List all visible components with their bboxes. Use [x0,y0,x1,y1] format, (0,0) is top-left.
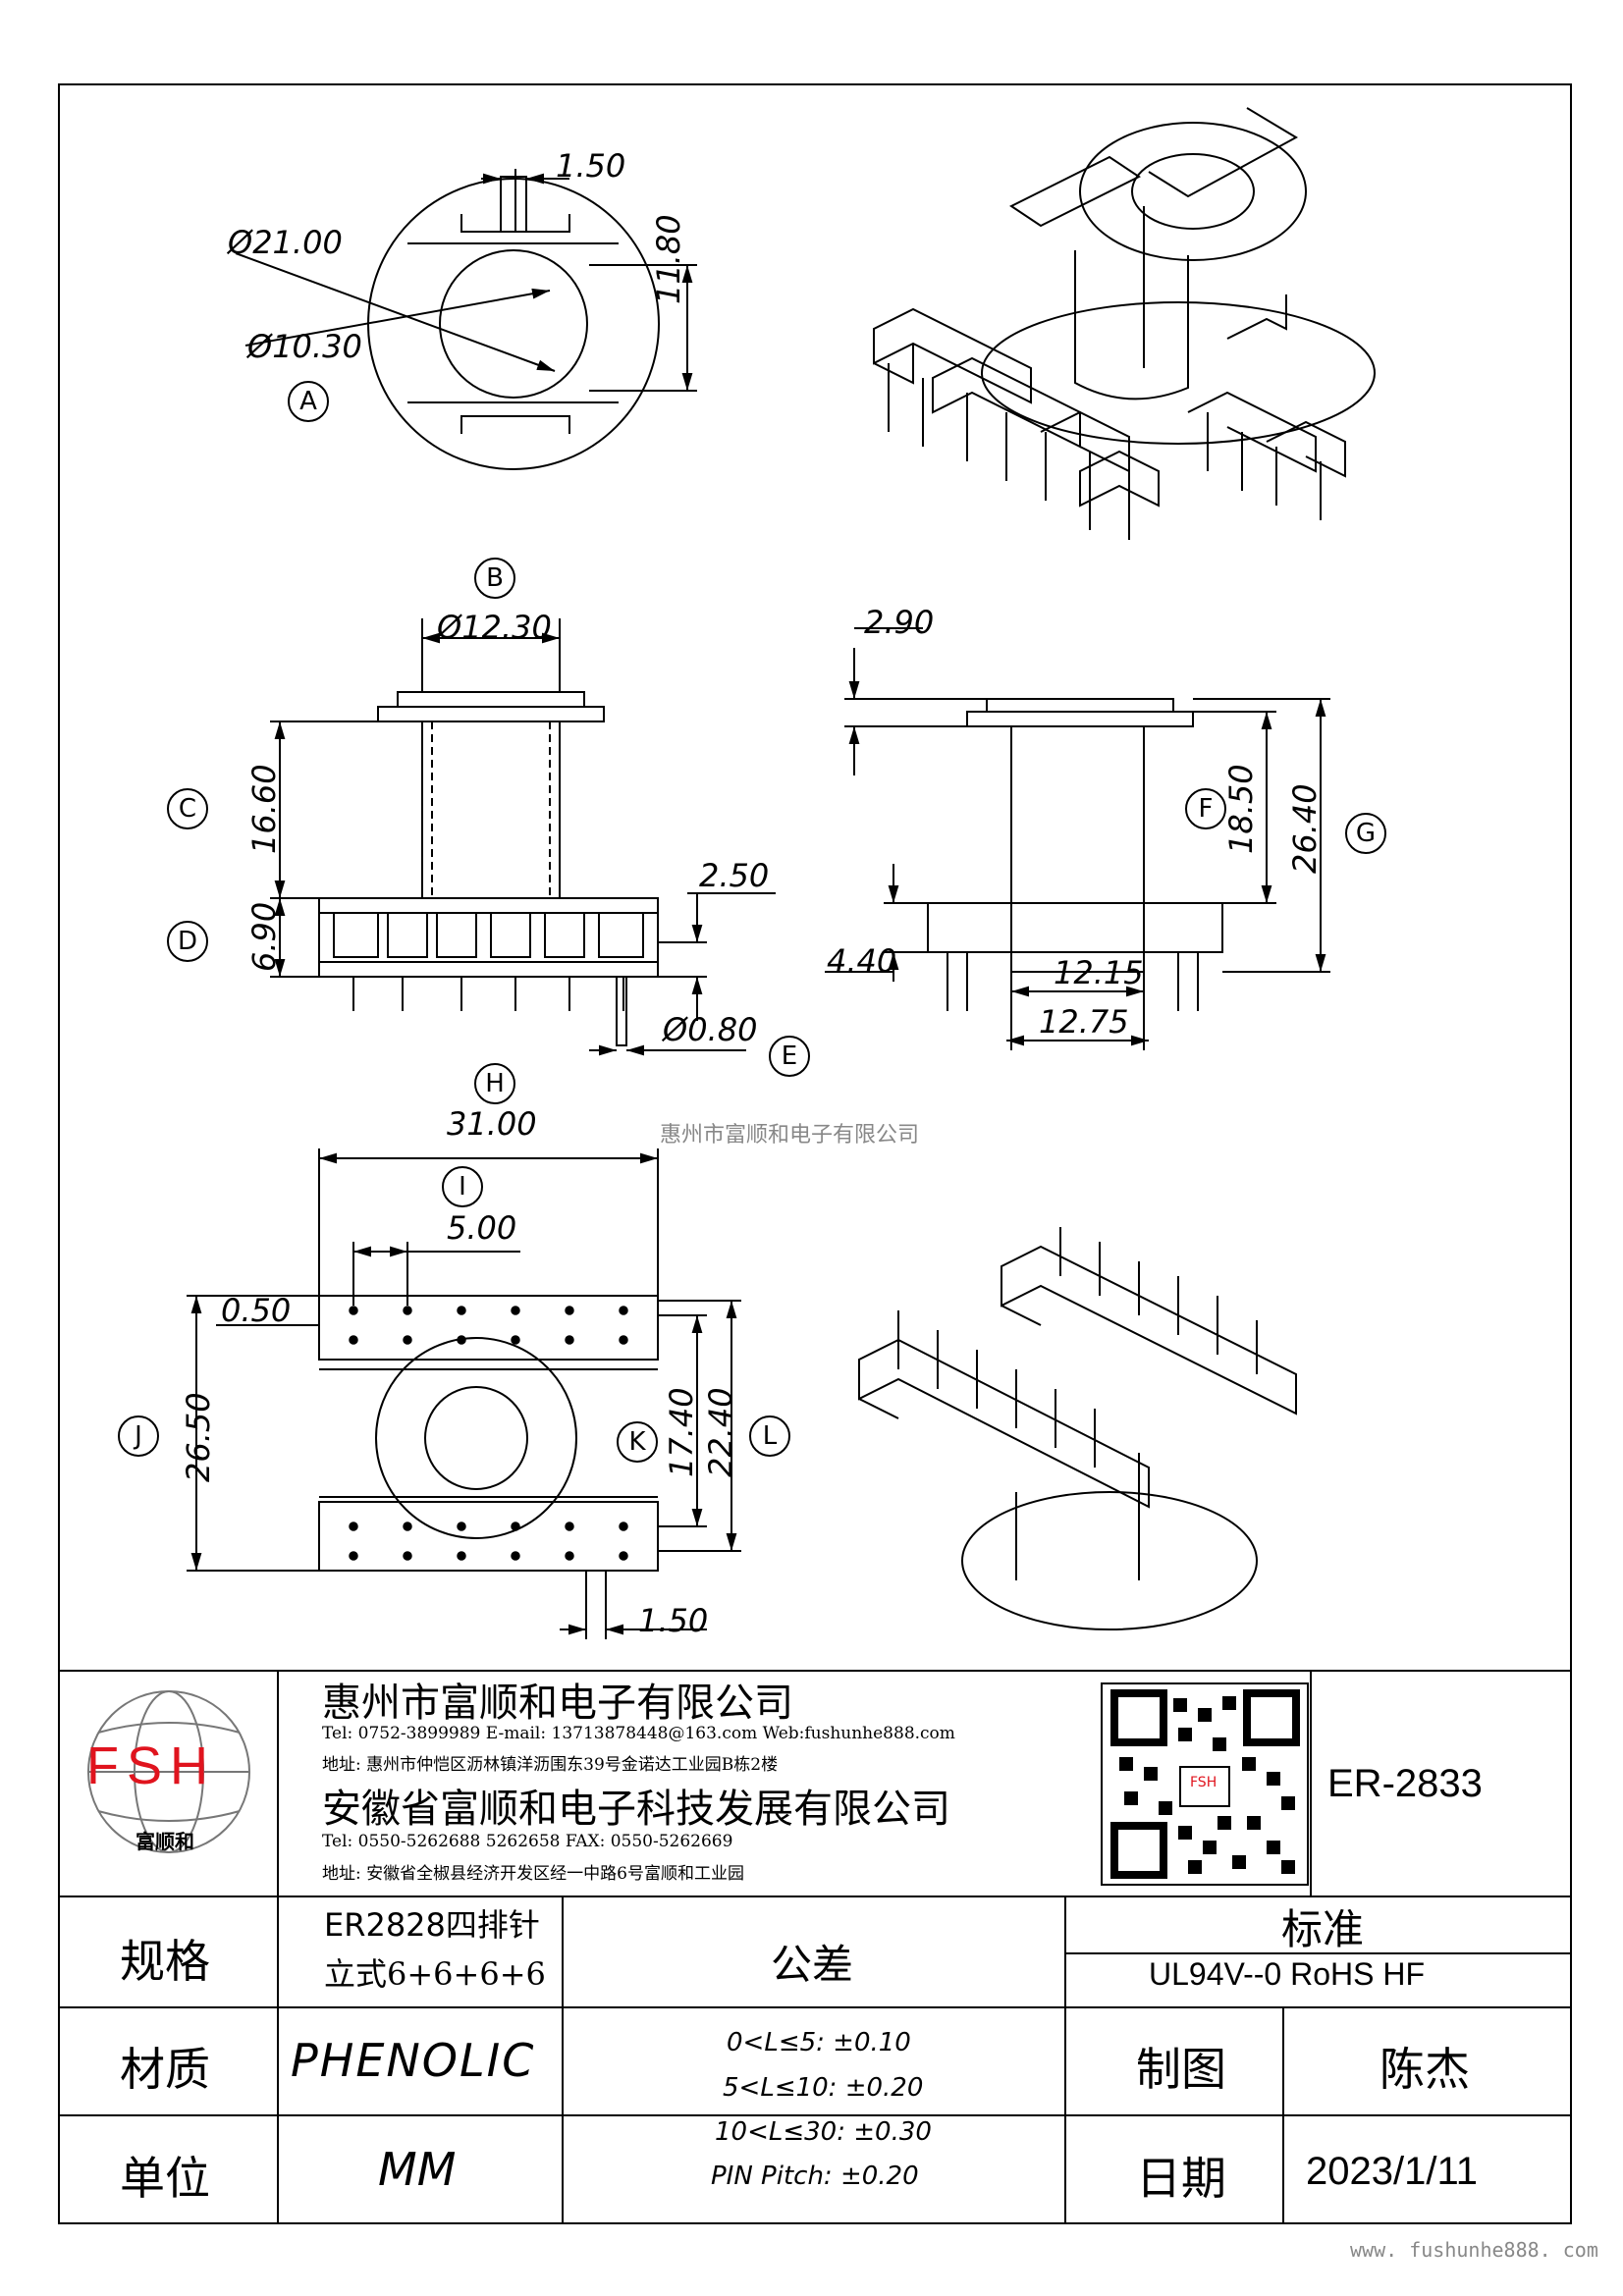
footer-url: www. fushunhe888. com [1350,2238,1598,2262]
drawn-value: 陈杰 [1380,2043,1470,2096]
marker-g: G [1345,813,1386,854]
tolerance-3: 10<L≤30: ±0.30 [715,2117,932,2147]
tolerance-4: PIN Pitch: ±0.20 [711,2162,919,2191]
company-tel-2: Tel: 0550-5262688 5262658 FAX: 0550-5262… [322,1832,733,1851]
bottom-view [187,1148,741,1639]
watermark: 惠州市富顺和电子有限公司 [660,1123,920,1148]
dim-slot-bottom: 1.50 [638,1602,709,1639]
fsh-logo [87,1690,250,1853]
marker-a: A [288,381,329,422]
sheet-border [58,83,1572,2224]
dim-bobbin-dia: Ø12.30 [437,609,552,646]
dim-height-l: 22.40 [702,1387,739,1477]
dim-height-f: 18.50 [1222,764,1260,854]
logo-text: FSH [86,1736,216,1795]
marker-e: E [769,1036,810,1077]
standard-label: 标准 [1281,1905,1365,1953]
marker-i: I [442,1166,483,1207]
marker-j: J [118,1415,159,1457]
dim-flange: 2.90 [864,604,935,641]
top-view-a [235,169,697,470]
dim-height-top: 11.80 [650,214,687,304]
company-addr-2: 地址: 安徽省全椒县经济开发区经一中路6号富顺和工业园 [322,1864,744,1884]
dim-outer-dia: Ø21.00 [228,224,343,261]
dim-base-h: 4.40 [827,942,897,980]
dim-pin-dia: Ø0.80 [663,1011,758,1048]
dim-height-g: 26.40 [1286,783,1324,874]
dim-w1215: 12.15 [1054,954,1144,991]
dim-w1275: 12.75 [1039,1003,1129,1041]
title-block [59,1671,1571,2223]
marker-c: C [167,788,208,829]
dim-height-d: 6.90 [245,901,283,972]
marker-b: B [474,558,515,599]
iso-view-bottom [858,1227,1297,1630]
spec-value-2: 立式6+6+6+6 [324,1955,546,1993]
logo-sub: 富顺和 [135,1830,194,1853]
marker-k: K [617,1421,658,1463]
side-view [825,627,1330,1050]
company-tel-1: Tel: 0752-3899989 E-mail: 13713878448@16… [322,1724,955,1743]
company-name-1: 惠州市富顺和电子有限公司 [322,1681,793,1726]
qr-label: FSH [1190,1775,1217,1790]
drawn-label: 制图 [1136,2043,1226,2096]
material-value: PHENOLIC [291,2034,536,2087]
marker-d: D [167,921,208,962]
qr-pattern [1119,1696,1295,1874]
qr-code [1101,1682,1309,1886]
unit-label: 单位 [120,2152,210,2205]
iso-view-top [873,107,1376,540]
part-number: ER-2833 [1327,1762,1483,1805]
tolerance-1: 0<L≤5: ±0.10 [727,2028,911,2057]
marker-f: F [1185,788,1226,829]
pin-holes [349,1306,628,1561]
dim-height-j: 26.50 [180,1392,217,1482]
front-view [270,618,776,1056]
material-label: 材质 [120,2043,210,2096]
date-label: 日期 [1136,2152,1226,2205]
spec-label: 规格 [120,1935,210,1988]
date-value: 2023/1/11 [1306,2150,1478,2193]
dim-slot-width: 1.50 [556,147,626,185]
tolerance-2: 5<L≤10: ±0.20 [723,2073,924,2103]
dim-width-h: 31.00 [447,1105,537,1143]
tolerance-label: 公差 [771,1941,854,1989]
standard-value: UL94V--0 RoHS HF [1149,1956,1425,1992]
dim-pitch: 5.00 [447,1209,517,1247]
dim-offset: 0.50 [221,1292,292,1329]
dim-height-c: 16.60 [245,764,283,854]
spec-value-1: ER2828四排针 [324,1906,540,1944]
unit-value: MM [378,2143,457,2196]
marker-h: H [474,1063,515,1104]
dim-inner-dia: Ø10.30 [247,328,362,365]
company-addr-1: 地址: 惠州市仲恺区沥林镇洋沥围东39号金诺达工业园B栋2楼 [322,1755,779,1775]
dim-pin-len: 2.50 [699,857,770,894]
marker-l: L [749,1415,790,1457]
company-name-2: 安徽省富顺和电子科技发展有限公司 [322,1787,950,1832]
dim-height-k: 17.40 [663,1387,700,1477]
